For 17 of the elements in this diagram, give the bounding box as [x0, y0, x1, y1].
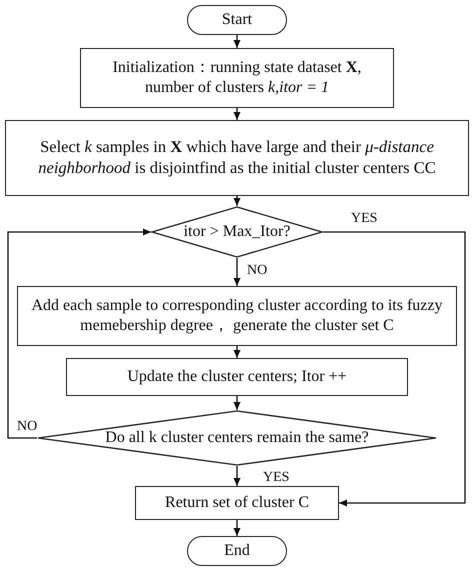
arrow	[234, 258, 240, 286]
arrow	[234, 346, 240, 358]
process-box: Initialization：running state dataset X, number of clusters k,itor = 1	[80, 48, 394, 108]
process-box: Add each sample to corresponding cluster according to its fuzzy memebership degree， generate the cluster set C	[17, 286, 457, 346]
arrow	[234, 520, 240, 536]
decision-diamond: itor > Max_Itor?	[151, 206, 323, 258]
process-box: Return set of cluster C	[135, 486, 339, 520]
process-box: Update the cluster centers; Itor ++	[66, 358, 408, 396]
arrow	[323, 231, 466, 506]
arrow	[234, 35, 240, 48]
arrow	[234, 466, 240, 486]
decision-diamond: Do all k cluster centers remain the same?	[37, 410, 437, 466]
arrow	[7, 228, 151, 439]
arrow	[234, 196, 240, 206]
arrow	[234, 108, 240, 120]
arrow	[234, 396, 240, 410]
process-box: Select k samples in X which have large and their μ-distance neighborhood is disjointfind as the initial cluster centers CC	[5, 120, 469, 196]
